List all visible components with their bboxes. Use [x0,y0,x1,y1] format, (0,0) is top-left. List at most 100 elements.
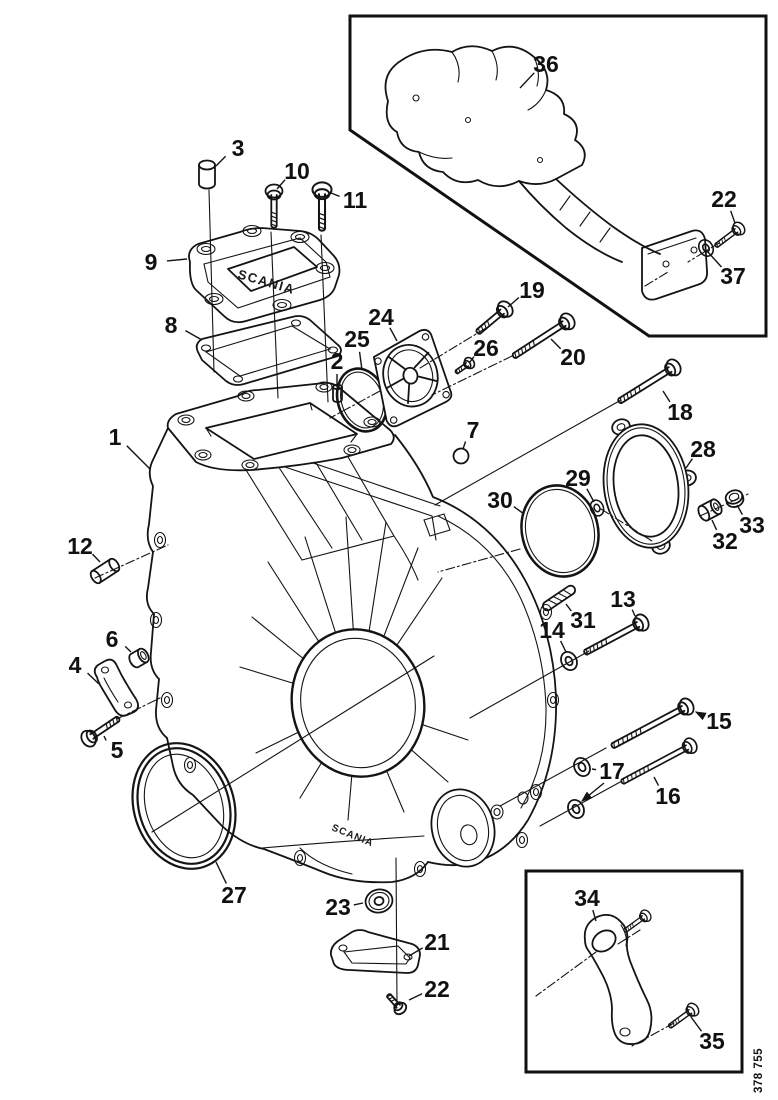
callout-26-leader [469,356,475,363]
callout-3-leader [215,155,227,167]
callout-6-label: 6 [106,626,119,652]
callout-5-leader [103,735,107,741]
top-cover: SCANIA [188,224,341,324]
callout-22-leader [408,993,423,1001]
callout-14-label: 14 [539,617,565,643]
spring-pin-31 [542,584,576,612]
callout-16-label: 16 [655,783,681,809]
callout-15-leader [694,711,707,721]
heat-shield-36 [384,45,708,301]
callout-25-leader [358,351,363,371]
housing-outline-left [145,427,429,884]
callout-8-leader [185,330,203,341]
callout-1-label: 1 [109,424,122,450]
callout-33-leader [736,504,744,515]
callout-11-leader [330,192,340,198]
callout-21-label: 21 [424,929,450,955]
callout-13-leader [631,609,636,617]
callout-35-leader [690,1016,703,1032]
callout-29-leader [586,488,595,503]
callout-12-label: 12 [67,533,93,559]
inset-box-heat-shield [348,14,768,338]
callout-19-label: 19 [519,277,545,303]
nut-33 [724,489,745,508]
callout-3-label: 3 [232,135,245,161]
inset-assembly-axes [535,929,675,1047]
bracket-34 [583,913,653,1045]
callout-9-leader [166,258,188,262]
plug-32 [697,498,723,522]
callout-25-label: 25 [344,326,370,352]
washer-17a [570,754,594,780]
breather-plug [198,159,216,190]
callout-8-label: 8 [165,312,178,338]
callout-16-leader [653,776,660,786]
callout-17-leader [580,782,605,802]
callout-12-leader [91,553,101,563]
callout-6-leader [124,645,132,653]
callout-10-label: 10 [284,158,310,184]
callout-22-label: 22 [424,976,450,1002]
callout-9-label: 9 [145,249,158,275]
callout-34-label: 34 [574,885,600,911]
callout-32-leader [711,519,718,531]
callout-17-label: 17 [599,758,625,784]
housing-bolt-bosses [149,531,560,878]
callout-31-label: 31 [570,607,596,633]
bolt-22-bottom [382,989,410,1018]
callout-13-label: 13 [610,586,636,612]
callout-27-leader [215,861,227,884]
callout-14-leader [559,640,567,653]
bolt-10 [264,183,284,229]
inset-box-bracket [524,869,744,1074]
cover-flange-24 [372,328,453,428]
callout-20-label: 20 [560,344,586,370]
callout-26-label: 26 [473,335,499,361]
callout-37-leader [706,250,722,268]
dowel-pin-12 [89,557,121,585]
bolt-16 [617,735,701,791]
callout-36-leader [519,72,535,89]
callout-24-leader [389,327,398,342]
callout-4-label: 4 [69,652,82,678]
callout-10-leader [276,179,286,190]
callout-23-leader [353,902,364,906]
o-ring-30 [520,484,600,578]
callout-18-leader [662,390,671,403]
callout-15-label: 15 [706,708,732,734]
housing-logo-text: SCANIA [330,823,375,850]
starter-bosses [490,791,529,820]
callout-27-label: 27 [221,882,247,908]
callout-35-label: 35 [699,1028,725,1054]
bolt-11 [311,181,333,232]
seal-carrier-28 [602,418,697,555]
callout-28-label: 28 [690,436,716,462]
shield-end-plate-37 [641,229,708,301]
callout-30-label: 30 [487,487,513,513]
callout-layer: 1234567891011121314151617181920212223242… [67,51,765,1054]
callout-19-leader [507,296,520,308]
timing-cover-housing: SCANIA [145,381,560,884]
callout-5-label: 5 [111,737,124,763]
callout-20-leader [550,338,562,350]
callout-34-leader [592,909,597,922]
lower-opening [430,788,496,868]
callout-24-label: 24 [368,304,394,330]
callout-1-leader [126,445,151,470]
cover-gasket [195,315,342,386]
callout-36-label: 36 [533,51,559,77]
callout-28-leader [685,458,693,469]
callout-23-label: 23 [325,894,351,920]
bolt-35 [664,1000,702,1034]
callout-29-label: 29 [565,465,591,491]
callout-7-leader [462,441,467,450]
assembly-axis-lines [94,189,749,1005]
callout-22-label: 22 [711,186,737,212]
callout-18-label: 18 [667,399,693,425]
bolt-22-inset [710,219,748,253]
callout-37-label: 37 [720,263,746,289]
crank-seal-27 [131,742,237,870]
cover-plate-21 [329,929,421,974]
